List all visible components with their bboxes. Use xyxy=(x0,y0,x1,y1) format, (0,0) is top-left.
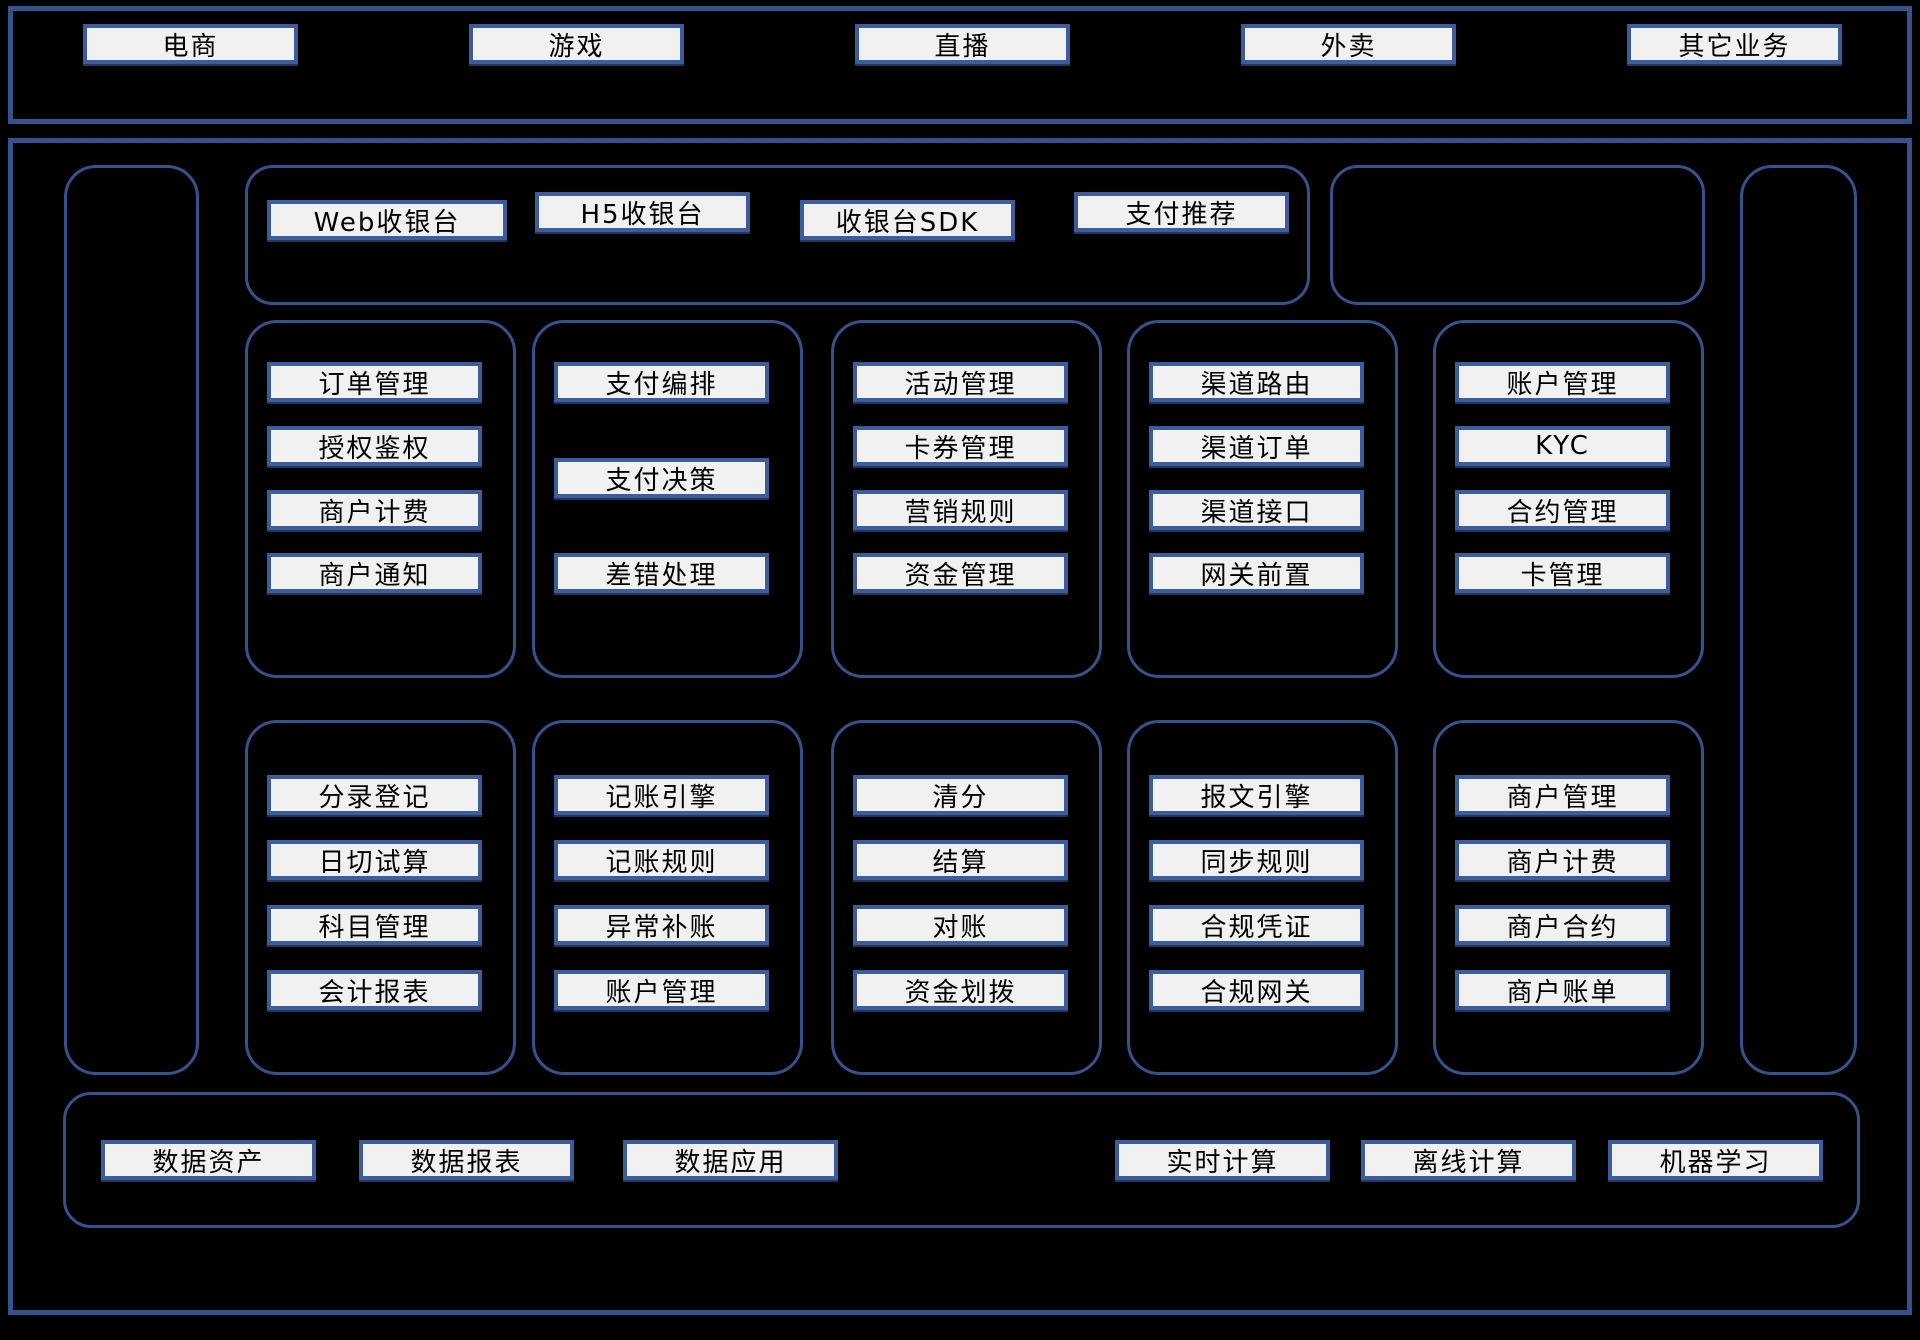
right-rail xyxy=(1740,165,1857,1075)
group-ledger: 分录登记 日切试算 科目管理 会计报表 xyxy=(245,720,516,1075)
module-chip: 卡管理 xyxy=(1455,553,1670,593)
module-chip: 合规凭证 xyxy=(1149,905,1364,945)
chip-realtime-compute: 实时计算 xyxy=(1115,1140,1330,1180)
left-rail xyxy=(64,165,199,1075)
module-chip: 对账 xyxy=(853,905,1068,945)
module-chip: 合约管理 xyxy=(1455,490,1670,530)
module-chip: 支付决策 xyxy=(554,458,769,498)
module-chip: KYC xyxy=(1455,426,1670,466)
module-chip: 结算 xyxy=(853,840,1068,880)
checkout-side-panel xyxy=(1330,165,1705,305)
chip-offline-compute: 离线计算 xyxy=(1361,1140,1576,1180)
group-channel: 渠道路由 渠道订单 渠道接口 网关前置 xyxy=(1127,320,1398,678)
module-chip: 商户计费 xyxy=(267,490,482,530)
chip-cashier-sdk: 收银台SDK xyxy=(800,200,1015,240)
module-chip: 资金管理 xyxy=(853,553,1068,593)
chip-machine-learning: 机器学习 xyxy=(1608,1140,1823,1180)
business-chip-ecommerce: 电商 xyxy=(83,24,298,64)
module-chip: 授权鉴权 xyxy=(267,426,482,466)
module-chip: 商户管理 xyxy=(1455,775,1670,815)
group-clearing: 清分 结算 对账 资金划拨 xyxy=(831,720,1102,1075)
platform-band: Web收银台 H5收银台 收银台SDK 支付推荐 订单管理 授权鉴权 商户计费 … xyxy=(8,138,1912,1315)
group-compliance: 报文引擎 同步规则 合规凭证 合规网关 xyxy=(1127,720,1398,1075)
module-chip: 营销规则 xyxy=(853,490,1068,530)
module-chip: 活动管理 xyxy=(853,362,1068,402)
module-chip: 商户账单 xyxy=(1455,970,1670,1010)
module-chip: 会计报表 xyxy=(267,970,482,1010)
module-chip: 渠道路由 xyxy=(1149,362,1364,402)
module-chip: 日切试算 xyxy=(267,840,482,880)
module-chip: 支付编排 xyxy=(554,362,769,402)
business-layer-band: 电商 游戏 直播 外卖 其它业务 xyxy=(8,6,1912,124)
module-chip: 网关前置 xyxy=(1149,553,1364,593)
checkout-panel: Web收银台 H5收银台 收银台SDK 支付推荐 xyxy=(245,165,1310,305)
module-chip: 商户合约 xyxy=(1455,905,1670,945)
module-chip: 账户管理 xyxy=(1455,362,1670,402)
module-chip: 卡券管理 xyxy=(853,426,1068,466)
chip-pay-recommend: 支付推荐 xyxy=(1074,192,1289,232)
module-chip: 渠道接口 xyxy=(1149,490,1364,530)
module-chip: 商户通知 xyxy=(267,553,482,593)
business-chip-other: 其它业务 xyxy=(1627,24,1842,64)
business-chip-livestream: 直播 xyxy=(855,24,1070,64)
chip-data-reports: 数据报表 xyxy=(359,1140,574,1180)
group-merchant: 商户管理 商户计费 商户合约 商户账单 xyxy=(1433,720,1704,1075)
module-chip: 合规网关 xyxy=(1149,970,1364,1010)
module-chip: 差错处理 xyxy=(554,553,769,593)
module-chip: 同步规则 xyxy=(1149,840,1364,880)
chip-data-apps: 数据应用 xyxy=(623,1140,838,1180)
module-chip: 记账规则 xyxy=(554,840,769,880)
business-chip-games: 游戏 xyxy=(469,24,684,64)
group-payment: 支付编排 支付决策 差错处理 xyxy=(532,320,803,678)
group-account: 账户管理 KYC 合约管理 卡管理 xyxy=(1433,320,1704,678)
chip-data-assets: 数据资产 xyxy=(101,1140,316,1180)
group-order: 订单管理 授权鉴权 商户计费 商户通知 xyxy=(245,320,516,678)
module-chip: 报文引擎 xyxy=(1149,775,1364,815)
chip-web-cashier: Web收银台 xyxy=(267,200,507,240)
module-chip: 账户管理 xyxy=(554,970,769,1010)
module-chip: 订单管理 xyxy=(267,362,482,402)
module-chip: 渠道订单 xyxy=(1149,426,1364,466)
module-chip: 商户计费 xyxy=(1455,840,1670,880)
module-chip: 资金划拨 xyxy=(853,970,1068,1010)
chip-h5-cashier: H5收银台 xyxy=(535,192,750,232)
module-chip: 科目管理 xyxy=(267,905,482,945)
module-chip: 清分 xyxy=(853,775,1068,815)
group-bookkeeping: 记账引擎 记账规则 异常补账 账户管理 xyxy=(532,720,803,1075)
module-chip: 异常补账 xyxy=(554,905,769,945)
module-chip: 分录登记 xyxy=(267,775,482,815)
data-layer-panel: 数据资产 数据报表 数据应用 实时计算 离线计算 机器学习 xyxy=(63,1092,1860,1228)
module-chip: 记账引擎 xyxy=(554,775,769,815)
business-chip-takeout: 外卖 xyxy=(1241,24,1456,64)
group-marketing: 活动管理 卡券管理 营销规则 资金管理 xyxy=(831,320,1102,678)
